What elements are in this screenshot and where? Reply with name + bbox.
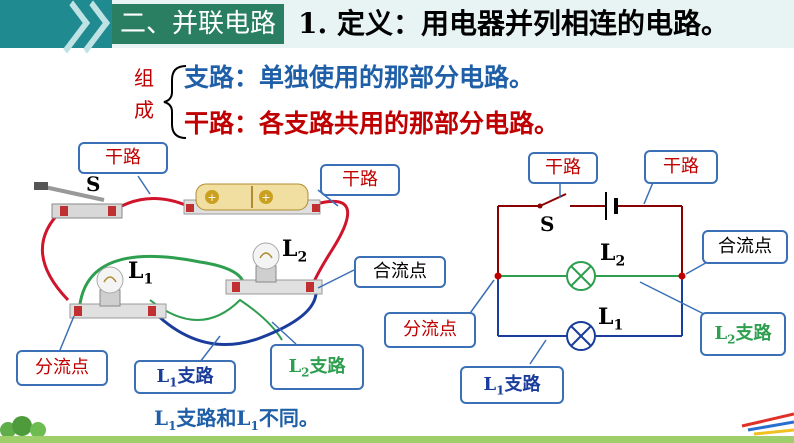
bottom-ground-strip [0,436,794,443]
branch-definition: 支路：单独使用的那部分电路。 [184,63,535,92]
left-lamp2-letter: L [282,236,298,262]
right-lamp1-label: L1 [598,304,623,333]
section-title: 二、并联电路 [112,4,284,44]
definition-title: 1. 定义：用电器并列相连的电路。 [298,7,729,40]
right-branch1-sub: 1 [496,383,505,398]
note-part1: L [154,406,169,430]
main-definition: 干路：各支路共用的那部分电路。 [184,109,560,138]
right-branch2-sub: 2 [727,332,736,347]
left-branch1-suffix: 支路 [177,366,214,387]
left-switch-label: S [86,172,101,196]
left-branch1-letter: L [156,366,170,387]
left-lamp2-icon [225,242,323,295]
right-lamp1-letter: L [598,304,614,330]
right-branch1-suffix: 支路 [504,374,541,395]
left-split-label: 分流点 [16,350,108,386]
composition-label-bottom: 成 [134,98,154,122]
right-lamp2-letter: L [600,240,616,266]
note-part2: 支路和L [176,406,251,430]
composition-label-top: 组 [134,66,154,90]
right-split-label: 分流点 [384,312,476,348]
svg-text:+: + [207,191,216,204]
trees-icon [0,416,46,438]
branch-note: L1支路和L1不同。 [154,402,319,433]
left-branch2-letter: L [288,356,302,377]
pencils-icon [741,412,794,436]
left-junction-label: 合流点 [354,256,446,288]
right-branch2-suffix: 支路 [735,323,772,344]
left-main-label-top: 干路 [78,142,168,174]
left-red-wire-right [310,199,350,287]
right-branch2-letter: L [714,323,728,344]
left-lamp1-icon [69,266,167,319]
right-lamp2-sub: 2 [615,253,626,270]
left-red-wire-left [40,208,70,302]
right-junction-label: 合流点 [702,230,788,264]
right-main-label-right: 干路 [644,150,718,184]
left-lamp1-letter: L [128,258,144,284]
left-branch1-sub: 1 [169,375,178,390]
left-branch2-label: L2支路 [270,344,364,390]
right-branch1-label: L1支路 [460,366,564,404]
right-lamp2-label: L2 [600,240,625,269]
left-green-wire [78,254,246,305]
note-sub2: 1 [250,419,259,433]
right-lamp1-sub: 1 [613,317,624,334]
note-part3: 不同。 [258,406,319,430]
left-red-wire-top [117,196,189,210]
note-sub1: 1 [168,419,177,433]
right-main-label-left: 干路 [528,152,598,184]
right-branch1-letter: L [483,374,497,395]
left-lamp2-label: L2 [282,236,307,265]
right-switch-label: S [540,212,555,236]
left-branch2-suffix: 支路 [309,356,346,377]
left-lamp1-sub: 1 [143,271,154,288]
left-switch-icon [34,182,123,219]
right-branch2-label: L2支路 [700,312,786,356]
left-branch1-label: L1支路 [134,360,236,394]
left-green-wire-2 [149,298,283,341]
header-chevron-icon [0,0,112,48]
left-branch2-sub: 2 [301,365,310,380]
right-lamp2-icon [566,261,596,291]
right-lamp1-icon [566,321,596,351]
left-lamp2-sub: 2 [297,249,308,266]
left-lamp1-label: L1 [128,258,153,287]
svg-text:+: + [261,191,270,204]
left-battery-icon: + + [183,183,321,215]
left-blue-wire [148,289,318,346]
left-main-label-right: 干路 [320,164,400,196]
